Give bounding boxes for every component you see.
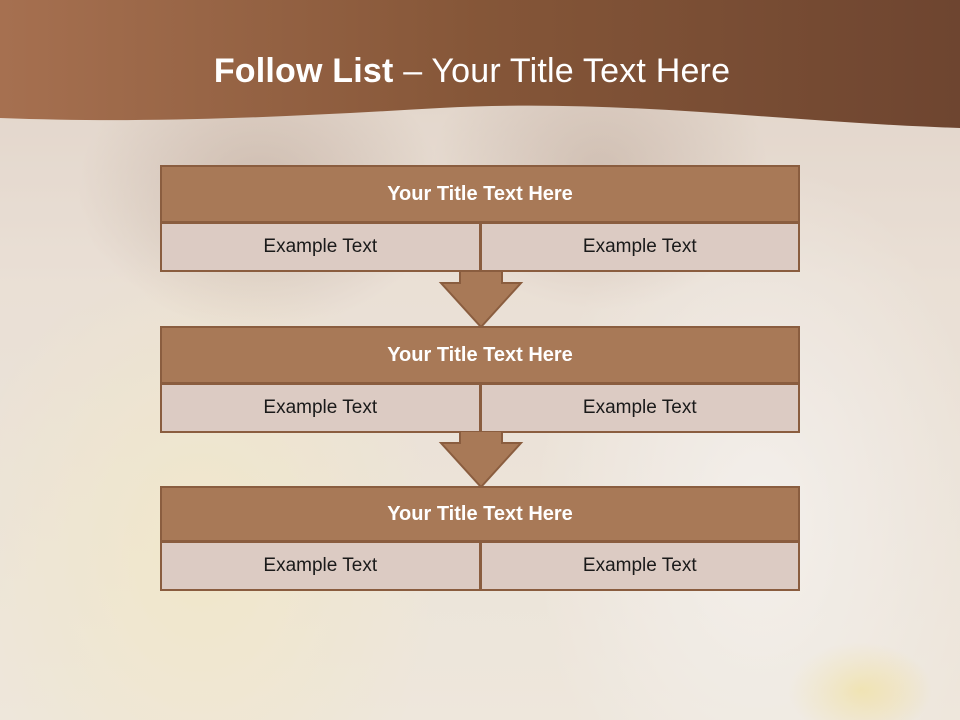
flow-block-1: Your Title Text Here Example Text Exampl…: [160, 165, 800, 272]
block-title: Your Title Text Here: [160, 326, 800, 384]
flow-block-3: Your Title Text Here Example Text Exampl…: [160, 486, 800, 592]
slide-title-rest: – Your Title Text Here: [403, 52, 731, 90]
block-cell-right: Example Text: [480, 541, 800, 591]
slide-title: Follow List – Your Title Text Here: [0, 52, 944, 91]
block-cell-right: Example Text: [480, 383, 800, 433]
block-cell-left: Example Text: [160, 383, 481, 433]
down-arrow-icon: [438, 271, 524, 329]
slide-title-bold: Follow List: [213, 52, 394, 90]
block-cell-left: Example Text: [160, 541, 481, 591]
down-arrow-icon: [438, 431, 524, 489]
flow-block-2: Your Title Text Here Example Text Exampl…: [160, 326, 800, 433]
block-cell-right: Example Text: [480, 222, 800, 272]
header-band: [0, 0, 960, 128]
block-title: Your Title Text Here: [160, 165, 800, 223]
block-title: Your Title Text Here: [160, 486, 800, 542]
block-cell-left: Example Text: [160, 222, 481, 272]
